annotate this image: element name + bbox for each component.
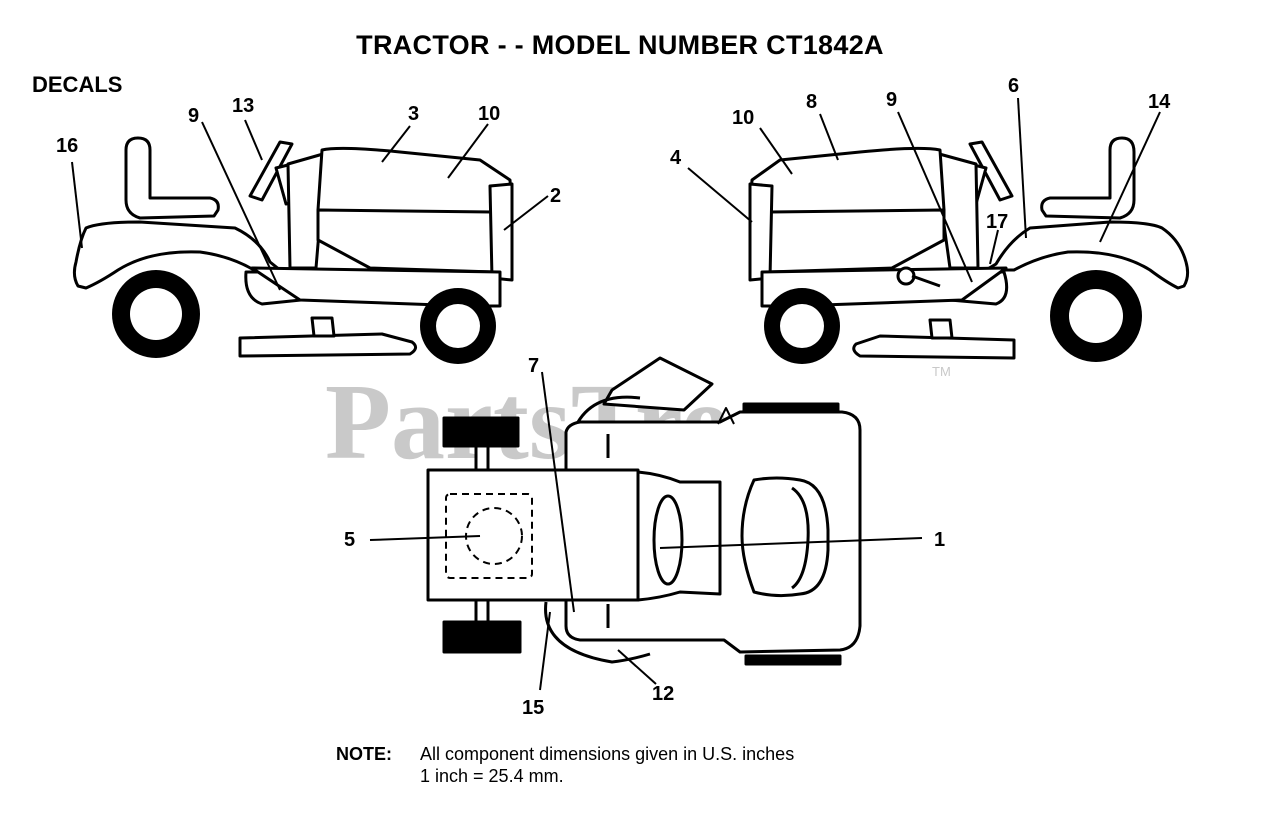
- callout-16: 16: [56, 135, 78, 157]
- rear-fender: [984, 220, 1190, 290]
- rear-tire-bottom: [442, 620, 522, 654]
- deck-lever: [911, 274, 941, 288]
- tractor-right-side-view: [748, 136, 1190, 360]
- diagram-title: TRACTOR - - MODEL NUMBER CT1842A: [356, 30, 884, 60]
- mower-deck: [238, 332, 417, 358]
- hood: [316, 146, 514, 218]
- tractor-left-side-view: [72, 136, 514, 358]
- right-view-leaders: [687, 97, 1161, 283]
- section-label: DECALS: [32, 72, 123, 97]
- left-view-wheels: [112, 270, 496, 364]
- callout-15: 15: [522, 697, 544, 719]
- left-view-callouts: 16 9 13 3 10 2: [56, 95, 561, 207]
- callout-2: 2: [550, 185, 561, 207]
- front-tire-bottom: [744, 654, 842, 666]
- watermark-trademark: TM: [932, 364, 951, 379]
- top-view-leaders: [369, 371, 923, 691]
- note-text-1: All component dimensions given in U.S. i…: [420, 744, 795, 764]
- callout-1: 1: [934, 529, 945, 551]
- callout-7: 7: [528, 355, 539, 377]
- callout-9: 9: [886, 89, 897, 111]
- seat-top: [445, 493, 533, 579]
- steering-hub-top: [652, 494, 684, 586]
- callout-12: 12: [652, 683, 674, 705]
- callout-10: 10: [478, 103, 500, 125]
- callout-3: 3: [408, 103, 419, 125]
- right-view-callouts: 4 10 8 9 6 14 17: [670, 75, 1171, 233]
- tractor-top-view: [426, 356, 862, 666]
- grille: [748, 182, 774, 282]
- top-view-callouts: 7 5 1 15 12: [344, 355, 945, 719]
- rear-fender: [72, 220, 282, 290]
- hood-panel: [740, 476, 830, 598]
- callout-4: 4: [670, 147, 682, 169]
- dimensions-note: NOTE: All component dimensions given in U…: [336, 743, 794, 787]
- deck-hanger: [928, 318, 954, 340]
- seat: [124, 136, 220, 220]
- steering-wheel: [968, 140, 1014, 202]
- fuel-cap: [896, 266, 916, 286]
- grille: [488, 182, 514, 282]
- note-text-2: 1 inch = 25.4 mm.: [420, 766, 564, 786]
- callout-5: 5: [344, 529, 355, 551]
- hood-lower: [316, 208, 502, 274]
- callout-14: 14: [1148, 91, 1171, 113]
- deck-hanger: [310, 316, 336, 338]
- callout-13: 13: [232, 95, 254, 117]
- note-label: NOTE:: [336, 744, 392, 764]
- right-view-wheels: [764, 270, 1142, 364]
- callout-8: 8: [806, 91, 817, 113]
- hood-lower: [760, 208, 946, 274]
- callout-17: 17: [986, 211, 1008, 233]
- seat: [1040, 136, 1136, 220]
- callout-9: 9: [188, 105, 199, 127]
- note-line-1: NOTE: All component dimensions given in U…: [336, 743, 794, 765]
- callout-6: 6: [1008, 75, 1019, 97]
- mower-deck: [852, 334, 1016, 360]
- rear-tire-top: [442, 416, 520, 448]
- hood: [748, 146, 946, 218]
- callout-10: 10: [732, 107, 754, 129]
- steering-wheel: [248, 140, 294, 202]
- left-view-leaders: [71, 119, 549, 291]
